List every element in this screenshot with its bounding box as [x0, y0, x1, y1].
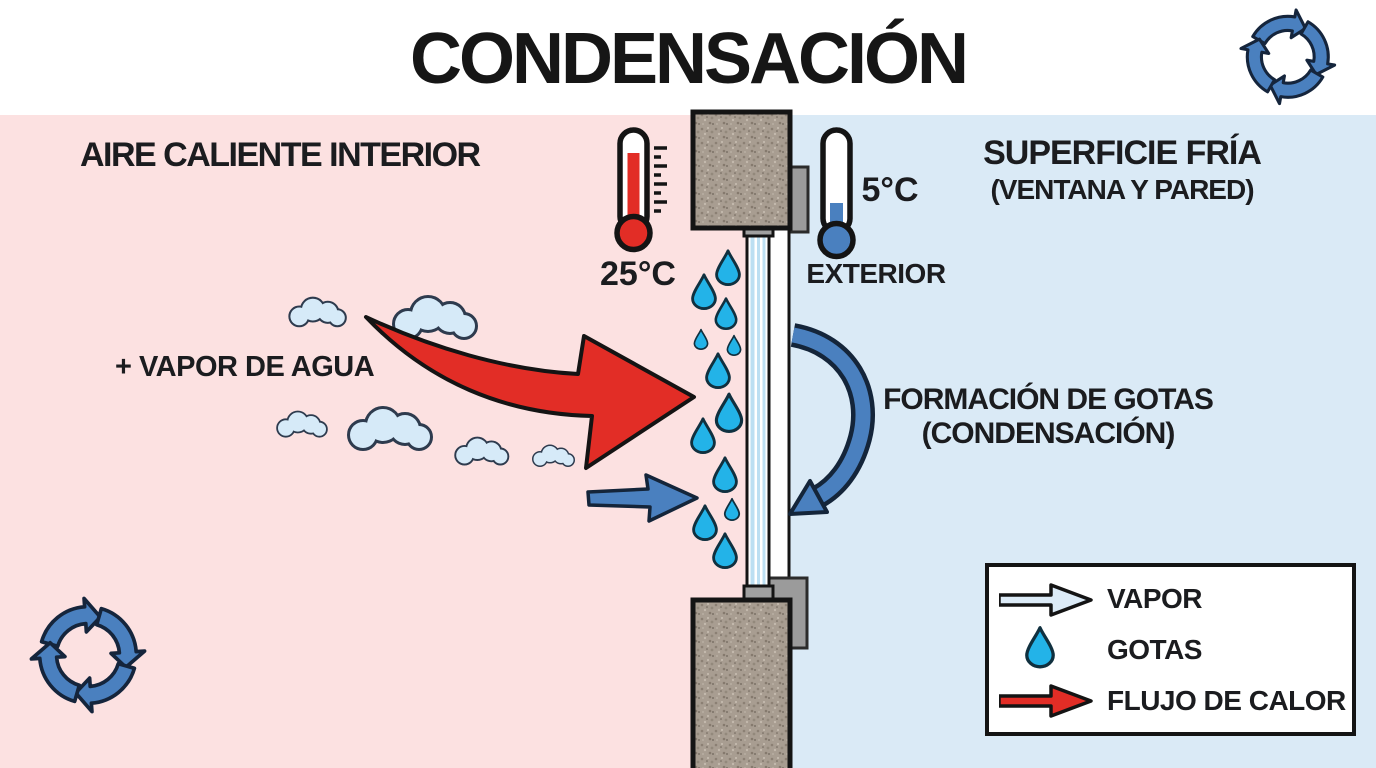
- legend-heat-flow-label: FLUJO DE CALOR: [1107, 685, 1346, 716]
- legend: VAPOR GOTAS FLUJO DE CALOR: [985, 563, 1356, 736]
- window-glass: [745, 230, 771, 592]
- cold-temperature-label: 5°C: [861, 171, 919, 209]
- water-vapor-label: + VAPOR DE AGUA: [115, 351, 375, 383]
- warm-side-heading: AIRE CALIENTE INTERIOR: [80, 136, 481, 174]
- drop-formation-label-line2: (CONDENSACIÓN): [921, 417, 1176, 450]
- cold-side-subheading: (VENTANA Y PARED): [990, 174, 1254, 205]
- window-inner-frame: [767, 226, 791, 594]
- thermometer-warm-icon: [614, 127, 667, 253]
- title-band: [0, 0, 1376, 115]
- condensation-curve-arrow-icon: [788, 323, 875, 516]
- heat-flow-arrow-icon: [999, 684, 1093, 718]
- warm-temperature-label: 25°C: [600, 255, 676, 293]
- wall-top: [690, 109, 793, 231]
- drop-formation-label-line1: FORMACIÓN DE GOTAS: [883, 383, 1214, 416]
- vapor-arrow-icon: [999, 583, 1093, 617]
- droplet-icon: [1025, 626, 1055, 669]
- heat-flow-arrow-icon: [364, 315, 696, 470]
- vapor-arrow-icon: [586, 473, 699, 523]
- legend-drops-label: GOTAS: [1107, 634, 1202, 665]
- cold-side-heading: SUPERFICIE FRÍA: [983, 134, 1262, 172]
- wall-bottom: [690, 597, 793, 768]
- diagram-title: CONDENSACIÓN: [409, 19, 969, 99]
- thermometer-cold-icon: [817, 127, 856, 260]
- exterior-label: EXTERIOR: [806, 258, 946, 289]
- legend-vapor-label: VAPOR: [1107, 583, 1203, 614]
- wall-and-window: [690, 109, 810, 768]
